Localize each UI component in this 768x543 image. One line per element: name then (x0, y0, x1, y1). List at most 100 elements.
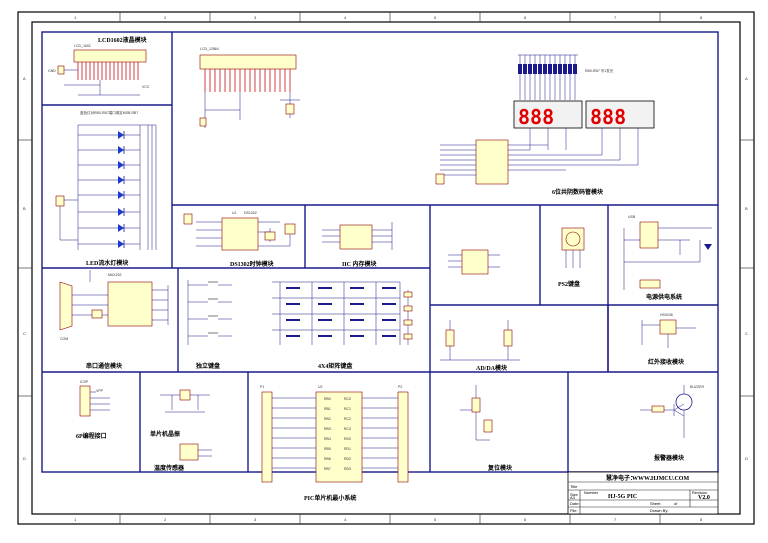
lcd12864-ref: LCD_12864 (200, 47, 219, 51)
iic-title: IIC 内存模块 (342, 260, 378, 268)
seg-note: RB0-RB7 写1发光 (585, 68, 614, 73)
reset-module: 复位模块 (460, 385, 513, 472)
title-block: 慧净电子： WWW.HJMCU.COM Title Size A3 Number… (567, 471, 719, 515)
u1-ref: U1 (232, 211, 237, 215)
pin-label: RB3 (324, 427, 331, 431)
row-label: B (745, 206, 748, 211)
pin-label: RC3 (344, 427, 351, 431)
serial-module: MAX232 COM 串口通信模块 (59, 270, 169, 370)
tb-date-label: Date: (570, 501, 580, 506)
col-label: 3 (254, 15, 257, 20)
independent-keys-module: 独立键盘 (187, 280, 232, 370)
led-module: 蓝色灯对RB0-RB7端口绑定MSB-RB7 (55, 110, 157, 267)
pin-label: RB4 (324, 437, 331, 441)
matrix-keys-module: 4X4矩阵键盘 (272, 281, 413, 370)
pin-label: RD2 (344, 457, 351, 461)
power-module: USB 电源供电系统 (623, 215, 712, 301)
keys-indep-title: 独立键盘 (195, 362, 220, 370)
tb-drawn-label: Drawn By: (650, 508, 668, 513)
ds1302-module: U1 DS1302 DS1302时钟模块 (183, 211, 296, 268)
lcd12864-module: LCD_12864 (199, 47, 300, 128)
keys-matrix-title: 4X4矩阵键盘 (318, 362, 352, 370)
pin-label: RC1 (344, 407, 351, 411)
pin-label: RC0 (344, 397, 351, 401)
pin-label: RB1 (324, 407, 331, 411)
pin-label: RB2 (324, 417, 331, 421)
seg-digits-right: 888 (590, 105, 626, 129)
pin-label: RD3 (344, 467, 351, 471)
p1-ref: P1 (260, 385, 264, 389)
col-label: 5 (434, 517, 437, 522)
tb-size-label: Size (570, 492, 579, 497)
p2-ref: P2 (398, 385, 402, 389)
seven-seg-module: RB0-RB7 写1发光 888 888 (435, 54, 655, 196)
lcd1602-ref: LCD_1602 (74, 44, 91, 48)
row-label: A (745, 76, 748, 81)
led-row-3 (78, 161, 140, 169)
tb-of-label: of (674, 501, 678, 506)
led-row-7 (78, 224, 140, 232)
tb-version: V2.0 (698, 495, 710, 501)
seg-title: 6位共阴数码管模块 (552, 188, 604, 196)
ir-module: HS0038 红外接收模块 (641, 313, 696, 366)
power-title: 电源供电系统 (646, 293, 682, 301)
seg-display-left (513, 100, 583, 129)
tb-sheet-label: Sheet (650, 501, 661, 506)
pin-label: RD0 (344, 437, 351, 441)
seg-display-right (585, 100, 655, 129)
alarm-module: BUZZER 报警器模块 (640, 385, 704, 462)
led-title: LED流水灯模块 (86, 259, 129, 267)
ds1302-ref: DS1302 (244, 211, 257, 215)
col-label: 2 (164, 517, 167, 522)
buzzer-ref: BUZZER (690, 385, 704, 389)
seg-digits-left: 888 (518, 105, 554, 129)
led-row-6 (78, 208, 140, 216)
tb-product: HJ-5G PIC (608, 494, 637, 500)
reset-title: 复位模块 (487, 464, 513, 472)
temp-title: 温度传感器 (154, 464, 185, 472)
tb-size-value: A3 (570, 495, 576, 500)
com-ref: COM (60, 337, 68, 341)
row-label: D (23, 456, 26, 461)
serial-title: 串口通信模块 (86, 362, 123, 370)
iic-module: IIC 内存模块 (322, 222, 393, 268)
tb-number-label: Number (584, 490, 599, 495)
pin-label: RB5 (324, 447, 331, 451)
col-label: 8 (700, 15, 703, 20)
ir-ref: HS0038 (660, 313, 673, 317)
vpp-label: VPP (96, 389, 104, 393)
pin-label: RC2 (344, 417, 351, 421)
led-note: 蓝色灯对RB0-RB7端口绑定MSB-RB7 (80, 110, 138, 115)
adda-module: AD/DA模块 (440, 320, 520, 372)
led-row-8 (78, 240, 140, 248)
pin-label: RB6 (324, 457, 331, 461)
lcd1602-module: LCD1602液晶模块 LCD_1602 GND VCC (48, 36, 150, 96)
max232-ref: MAX232 (108, 273, 121, 277)
ds1302-title: DS1302时钟模块 (230, 260, 275, 268)
pic-min-title: PIC单片机最小系统 (304, 494, 356, 502)
icsp-module: ICSP VPP 6P编程接口 (76, 380, 110, 440)
col-label: 3 (254, 517, 257, 522)
border-column-labels: 1 2 3 4 5 6 7 8 1 2 3 4 5 6 7 8 A B C D … (23, 15, 748, 522)
usb-ref: USB (628, 215, 636, 219)
col-label: 7 (614, 517, 617, 522)
col-label: 6 (524, 517, 527, 522)
osc-title: 单片机晶振 (150, 430, 180, 438)
led-row-4 (78, 176, 140, 184)
u2-ref: U2 (318, 385, 323, 389)
module-dividers (42, 32, 718, 472)
col-label: 5 (434, 15, 437, 20)
row-label: C (745, 331, 748, 336)
col-label: 7 (614, 15, 617, 20)
led-row-5 (78, 191, 140, 199)
alarm-title: 报警器模块 (654, 454, 685, 462)
module-frame (41, 31, 719, 473)
col-label: 1 (74, 15, 77, 20)
led-row-2 (78, 146, 140, 154)
ps2-module: PS2键盘 (558, 227, 585, 288)
tb-company: 慧净电子： (606, 474, 636, 482)
col-label: 1 (74, 517, 77, 522)
led-row-1 (78, 131, 140, 139)
border-column-ticks (18, 12, 754, 524)
